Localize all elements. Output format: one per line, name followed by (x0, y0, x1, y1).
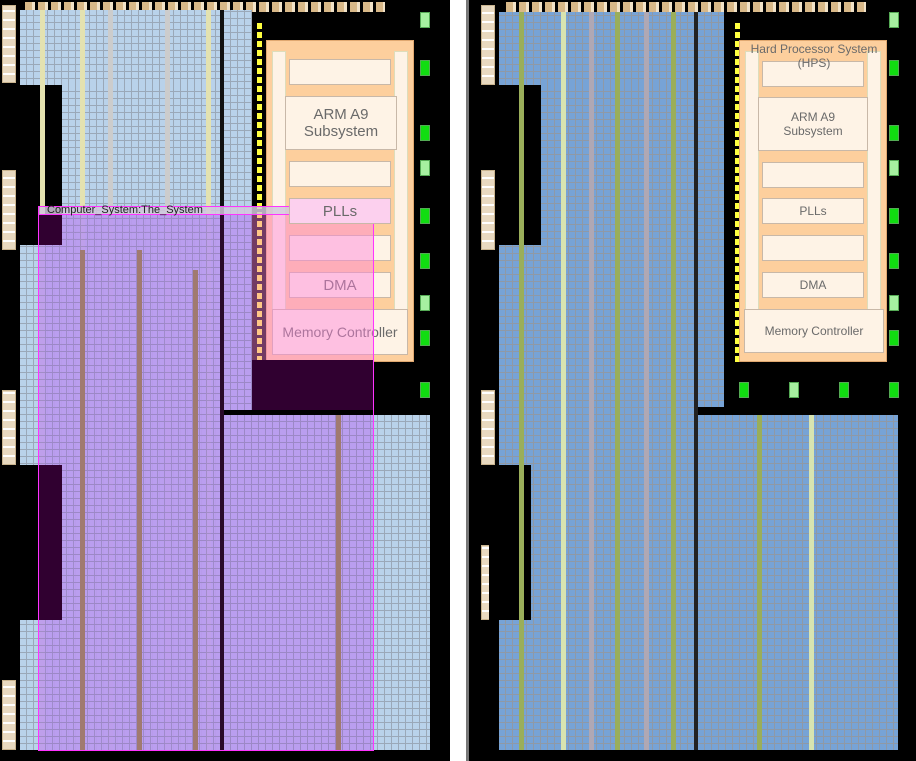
plls-block[interactable]: PLLs (289, 198, 391, 224)
chip-planner-right[interactable]: Hard Processor System (HPS) ARM A9 Subsy… (466, 0, 916, 761)
top-io-banks (506, 2, 866, 12)
memory-controller-block[interactable]: Memory Controller (744, 309, 884, 353)
dma-block[interactable]: DMA (762, 272, 864, 298)
region-label-text: Computer_System:The_System (47, 204, 203, 216)
dma-block[interactable]: DMA (289, 272, 391, 298)
logic-array[interactable] (499, 12, 694, 85)
io-bank (2, 680, 16, 750)
top-io-banks (25, 2, 385, 12)
hps-subblock (762, 162, 864, 188)
io-bank (2, 170, 16, 250)
hps-subblock (289, 235, 391, 261)
memory-controller-block[interactable]: Memory Controller (272, 309, 408, 355)
io-bank (481, 170, 495, 250)
io-bank (2, 5, 16, 83)
plls-block[interactable]: PLLs (762, 198, 864, 224)
hps-subblock (762, 61, 864, 87)
io-bank (481, 390, 495, 465)
logic-array[interactable] (20, 10, 220, 85)
io-bank (481, 5, 495, 85)
region-outline[interactable] (38, 206, 374, 751)
region-fill (39, 215, 222, 750)
hps-title: Hard Processor System (HPS) (750, 42, 878, 70)
logic-array[interactable] (698, 415, 898, 750)
logic-array[interactable] (499, 245, 694, 750)
hps-subblock (289, 161, 391, 187)
arm-a9-subsystem[interactable]: ARM A9 Subsystem (285, 96, 397, 150)
hps-subblock (762, 235, 864, 261)
hps-block[interactable]: Hard Processor System (HPS) ARM A9 Subsy… (739, 40, 887, 362)
arm-a9-subsystem[interactable]: ARM A9 Subsystem (758, 97, 868, 151)
logic-array[interactable] (698, 12, 724, 407)
io-bank (2, 390, 16, 465)
chip-planner-left[interactable]: ARM A9 Subsystem PLLs DMA Memory Control… (0, 0, 450, 761)
hps-block[interactable]: ARM A9 Subsystem PLLs DMA Memory Control… (266, 40, 414, 362)
hps-subblock (289, 59, 391, 85)
